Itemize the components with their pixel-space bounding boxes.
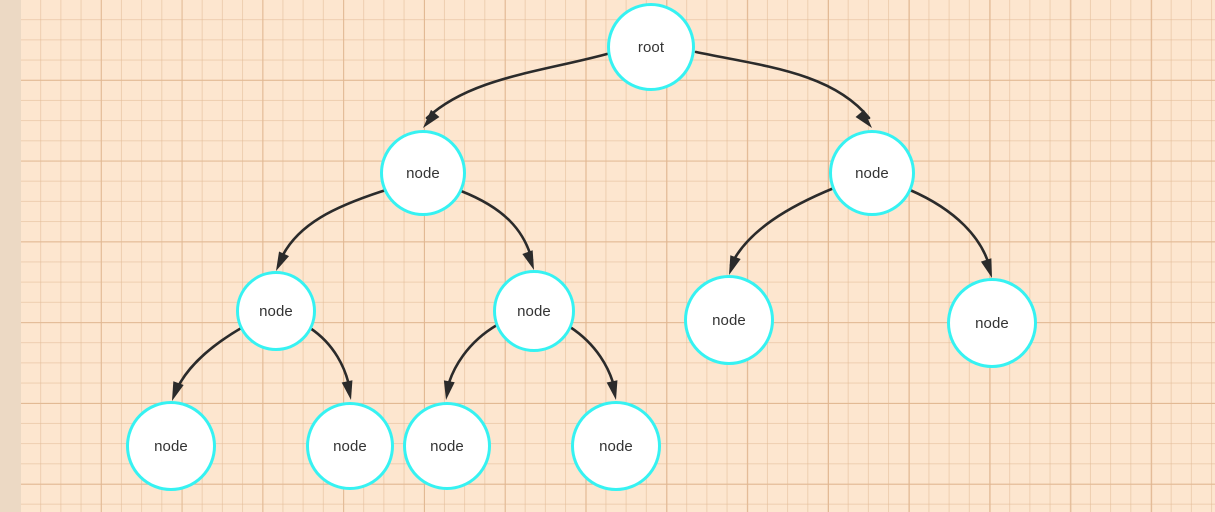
tree-node[interactable]: node xyxy=(306,402,394,490)
grid-background xyxy=(21,0,1215,512)
left-gutter-strip xyxy=(0,0,21,512)
tree-node[interactable]: node xyxy=(236,271,316,351)
tree-node[interactable]: node xyxy=(380,130,466,216)
node-label: node xyxy=(975,314,1009,332)
tree-node-root[interactable]: root xyxy=(607,3,695,91)
node-label: node xyxy=(712,311,746,329)
node-label: node xyxy=(333,437,367,455)
tree-node[interactable]: node xyxy=(571,401,661,491)
node-label: node xyxy=(599,437,633,455)
node-label: node xyxy=(154,437,188,455)
node-label: node xyxy=(855,164,889,182)
node-label: node xyxy=(430,437,464,455)
tree-node[interactable]: node xyxy=(403,402,491,490)
node-label: node xyxy=(517,302,551,320)
tree-node[interactable]: node xyxy=(126,401,216,491)
tree-node[interactable]: node xyxy=(947,278,1037,368)
tree-node[interactable]: node xyxy=(493,270,575,352)
node-label: node xyxy=(259,302,293,320)
tree-node[interactable]: node xyxy=(684,275,774,365)
node-label: root xyxy=(637,38,665,56)
tree-node[interactable]: node xyxy=(829,130,915,216)
node-label: node xyxy=(406,164,440,182)
